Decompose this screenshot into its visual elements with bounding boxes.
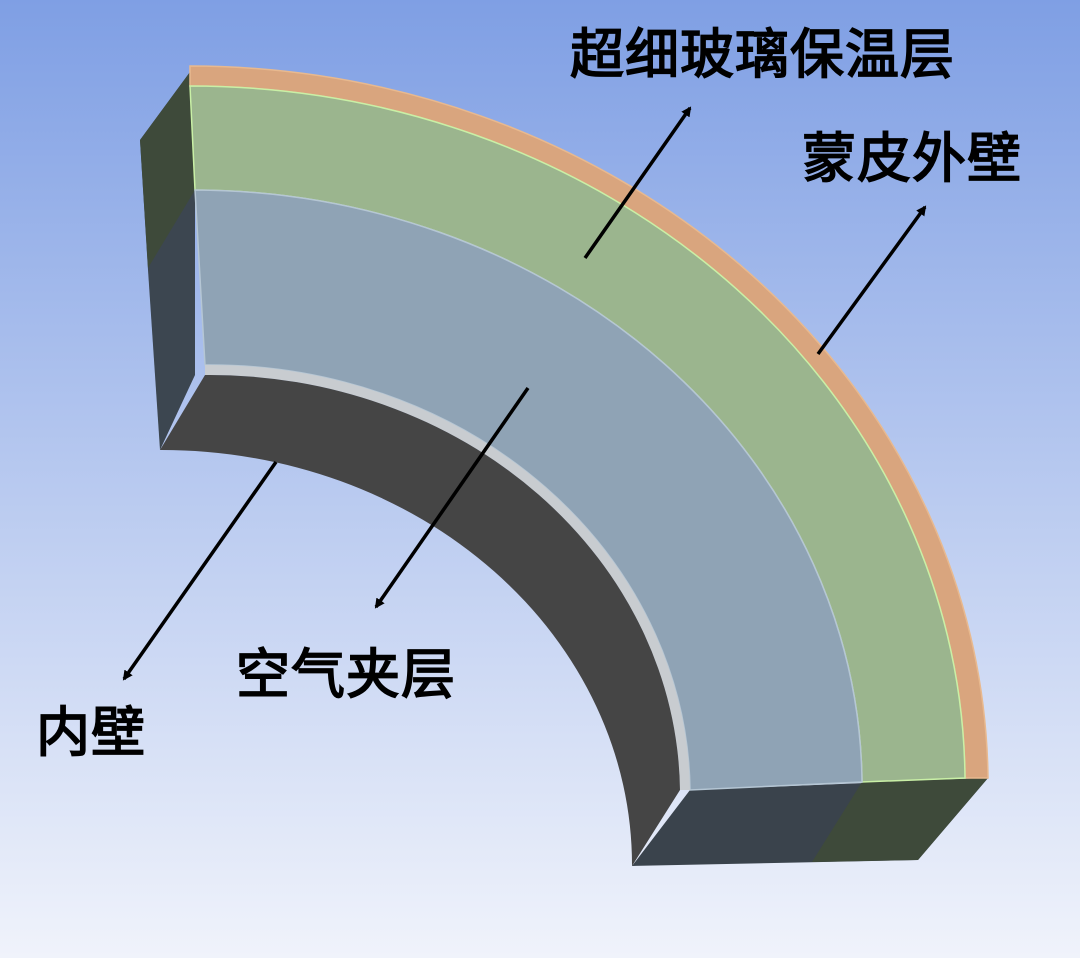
outer-wall-label: 蒙皮外壁 <box>802 127 1022 190</box>
inner-wall-band <box>160 374 680 866</box>
inner-wall-label: 内壁 <box>36 701 146 764</box>
air-gap-label: 空气夹层 <box>236 643 456 706</box>
arrow-inner-wall <box>122 460 278 681</box>
pipe-elbow <box>140 65 989 866</box>
insulation-layer-label: 超细玻璃保温层 <box>570 23 955 86</box>
arrow-air-gap <box>374 387 530 609</box>
bottom-side-face-insulation <box>812 778 988 862</box>
callout-arrows <box>122 106 927 681</box>
left-side-face-upper <box>140 72 195 268</box>
arrow-insulation <box>583 106 692 260</box>
arrow-outer-wall <box>816 205 927 356</box>
